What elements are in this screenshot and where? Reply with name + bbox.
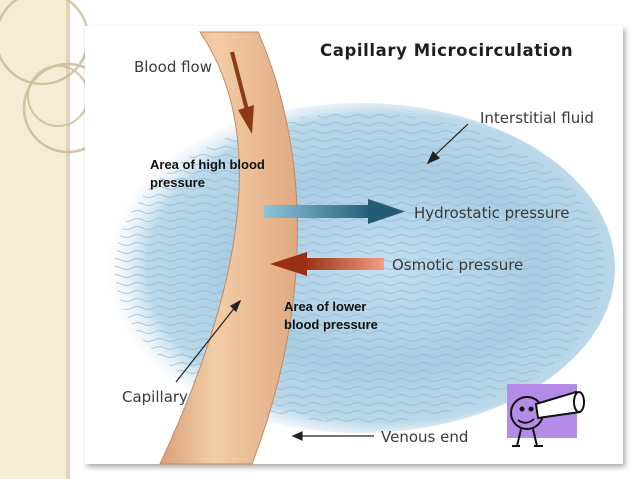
label-area-high-pressure: Area of high blood pressure	[150, 157, 265, 190]
label-venous-end: Venous end	[381, 428, 469, 446]
label-osmotic-pressure: Osmotic pressure	[392, 256, 524, 274]
osmotic-arrow	[270, 252, 384, 276]
capillary-vessel	[159, 31, 298, 465]
pointer-capillary	[175, 299, 242, 383]
pointer-interstitial	[426, 123, 469, 165]
diagram-title: Capillary Microcirculation	[320, 41, 574, 60]
side-panel-edge	[66, 0, 70, 479]
label-blood-flow: Blood flow	[134, 58, 212, 76]
label-hydrostatic-pressure: Hydrostatic pressure	[414, 204, 570, 222]
label-area-lower-pressure: Area of lower blood pressure	[284, 299, 378, 332]
pointer-venous-end	[291, 431, 374, 441]
label-capillary: Capillary	[122, 388, 188, 406]
blood-flow-arrow-icon	[230, 51, 254, 134]
hydrostatic-arrow	[264, 199, 405, 224]
label-interstitial-fluid: Interstitial fluid	[480, 109, 594, 127]
telescope-character-icon	[507, 384, 585, 447]
